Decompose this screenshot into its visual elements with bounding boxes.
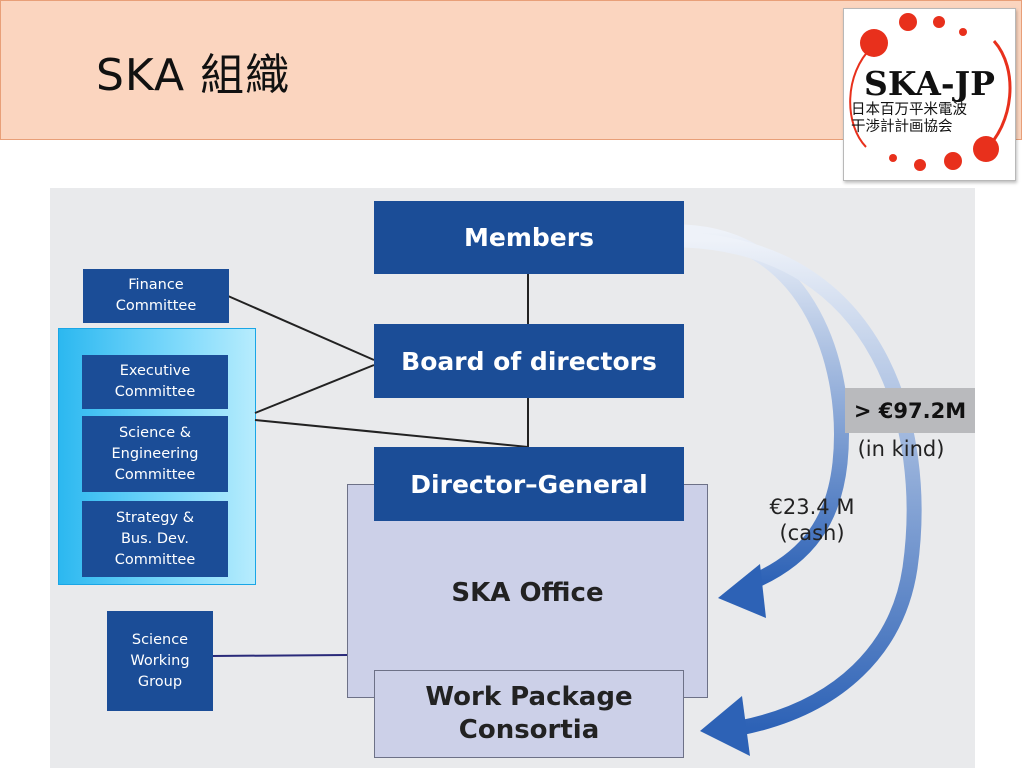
logo-graphic <box>849 13 1012 171</box>
work-package-line1: Work Package <box>425 682 633 712</box>
cash-funding-label: €23.4 M (cash) <box>752 494 872 546</box>
diagram-connectors <box>211 224 922 756</box>
director-general-box: Director–General <box>374 447 684 521</box>
science-engineering-committee-box: Science & Engineering Committee <box>82 416 228 492</box>
finance-committee-box: Finance Committee <box>83 269 229 323</box>
executive-committee-box: Executive Committee <box>82 355 228 409</box>
science-working-group-line3: Group <box>137 673 183 690</box>
science-working-group-line2: Working <box>130 652 190 669</box>
logo-main-text: SKA-JP <box>864 64 995 103</box>
science-working-group-box: Science Working Group <box>107 611 213 711</box>
slide-title: SKA 組織 <box>96 50 291 101</box>
cash-note: (cash) <box>779 521 845 545</box>
science-engineering-line2: Engineering <box>111 445 199 462</box>
finance-committee-line2: Committee <box>115 298 197 314</box>
science-engineering-line1: Science & <box>118 424 192 441</box>
strategy-line2: Bus. Dev. <box>120 530 190 547</box>
in-kind-note: (in kind) <box>857 437 945 461</box>
cash-amount: €23.4 M <box>769 495 855 519</box>
members-box: Members <box>374 201 684 274</box>
board-of-directors-box: Board of directors <box>374 324 684 398</box>
work-package-line2: Consortia <box>458 715 600 745</box>
strategy-line1: Strategy & <box>115 509 195 526</box>
org-diagram: SKA Office Members Board <box>50 188 975 768</box>
ska-office-label: SKA Office <box>451 578 604 608</box>
logo-subtitle-line1: 日本百万平米電波 <box>851 102 967 118</box>
in-kind-amount-badge: > €97.2M <box>845 388 975 433</box>
science-engineering-line3: Committee <box>114 466 196 483</box>
executive-committee-line1: Executive <box>119 363 191 379</box>
executive-committee-line2: Committee <box>114 384 196 400</box>
ska-jp-logo: SKA-JP 日本百万平米電波 干渉計計画協会 <box>843 8 1016 181</box>
work-package-consortia-box: Work Package Consortia <box>374 670 684 758</box>
finance-committee-line1: Finance <box>128 277 184 293</box>
logo-subtitle-line2: 干渉計計画協会 <box>851 119 953 135</box>
strategy-bus-dev-committee-box: Strategy & Bus. Dev. Committee <box>82 501 228 577</box>
strategy-line3: Committee <box>114 551 196 568</box>
science-working-group-line1: Science <box>131 631 189 648</box>
